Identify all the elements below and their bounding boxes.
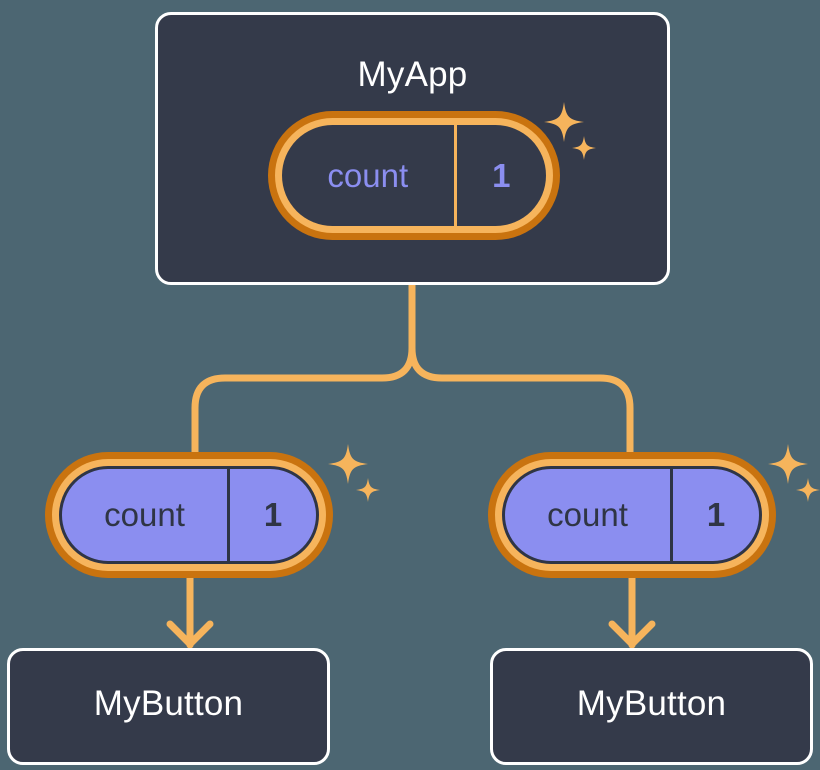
state-pill-body: count 1: [502, 466, 762, 564]
state-pill-myapp[interactable]: count 1: [268, 111, 560, 240]
arrow-right-pill-to-button: [608, 574, 656, 649]
state-pill-ring: count 1: [52, 459, 326, 571]
component-card-mybutton-right[interactable]: MyButton: [490, 648, 813, 765]
component-title-mybutton: MyButton: [93, 684, 244, 723]
state-key-label: count: [327, 156, 409, 194]
state-pill-child-right[interactable]: count 1: [488, 452, 776, 578]
tree-branch-connector: [408, 344, 634, 456]
component-card-mybutton-left[interactable]: MyButton: [7, 648, 330, 765]
state-value-label: 1: [453, 125, 546, 226]
state-value-label: 1: [670, 469, 759, 561]
state-key-label: count: [104, 496, 185, 533]
state-pill-child-left[interactable]: count 1: [45, 452, 333, 578]
state-pill-ring: count 1: [275, 118, 553, 233]
arrow-left-pill-to-button: [166, 574, 214, 649]
tree-branch-connector: [191, 281, 416, 456]
state-pill-ring: count 1: [495, 459, 769, 571]
state-pill-body: count 1: [59, 466, 319, 564]
component-title-myapp: MyApp: [357, 55, 468, 94]
state-key-label: count: [547, 496, 628, 533]
state-pill-body: count 1: [282, 125, 546, 226]
state-value-label: 1: [227, 469, 316, 561]
component-title-mybutton: MyButton: [576, 684, 727, 723]
